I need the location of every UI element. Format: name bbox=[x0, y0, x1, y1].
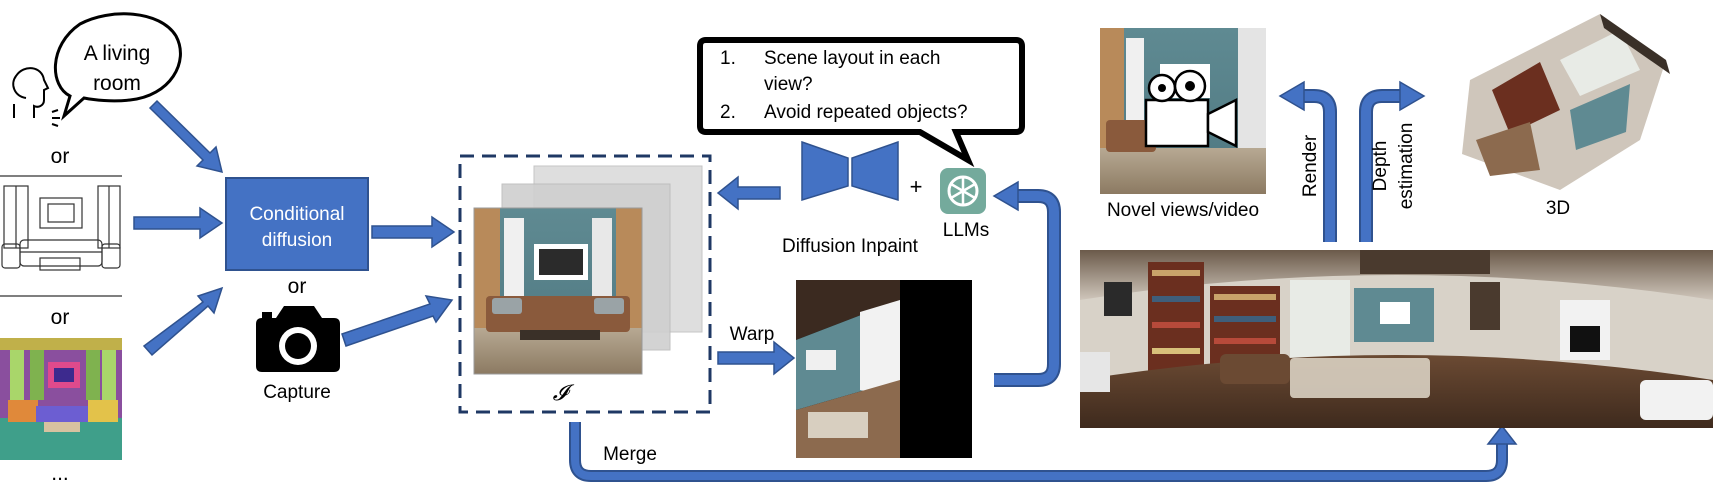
warp-arrow bbox=[717, 340, 796, 376]
diffusion-inpaint-label: Diffusion Inpaint bbox=[782, 236, 919, 257]
video-camera-icon bbox=[1144, 69, 1238, 149]
warped-image bbox=[796, 280, 972, 458]
llm-question-1-num: 1. bbox=[720, 48, 736, 69]
or-label-3: or bbox=[288, 275, 307, 298]
merge-arrow bbox=[569, 422, 1508, 482]
or-label-1: or bbox=[51, 145, 70, 168]
warp-label: Warp bbox=[730, 324, 775, 345]
input-arrows bbox=[133, 99, 224, 357]
depth-label-line-2: estimation bbox=[1396, 123, 1417, 210]
sketch-input-image bbox=[0, 175, 122, 297]
speech-bubble-line-1: A living bbox=[84, 42, 151, 65]
ellipsis-label: ... bbox=[51, 462, 69, 485]
segmentation-input-image bbox=[0, 338, 122, 460]
camera-icon bbox=[256, 306, 340, 372]
llm-question-bubble: 1. Scene layout in each view? 2. Avoid r… bbox=[697, 37, 1025, 168]
diffusion-inpaint-model-icon bbox=[801, 140, 899, 202]
speech-bubble-line-2: room bbox=[93, 72, 141, 95]
depth-label-line-1: Depth bbox=[1370, 141, 1391, 192]
speaking-head-icon bbox=[12, 67, 60, 127]
or-label-2: or bbox=[51, 306, 70, 329]
threed-mesh-image bbox=[1462, 14, 1670, 190]
conditional-diffusion-box: Conditional diffusion bbox=[225, 177, 369, 271]
living-room-image bbox=[473, 207, 643, 375]
llm-question-2-line-1: Avoid repeated objects? bbox=[764, 102, 968, 123]
novel-views-label: Novel views/video bbox=[1107, 200, 1259, 221]
conditional-diffusion-line-2: diffusion bbox=[262, 230, 332, 251]
conditional-diffusion-line-1: Conditional bbox=[249, 204, 344, 225]
speech-bubble: A living room bbox=[53, 12, 182, 121]
llm-question-2-num: 2. bbox=[720, 102, 736, 123]
diffusion-to-stack-arrows bbox=[341, 215, 456, 347]
inpaint-plus-sign: + bbox=[910, 174, 923, 199]
llm-question-1-line-2: view? bbox=[764, 74, 813, 95]
warped-to-llm-arrow bbox=[994, 189, 1061, 387]
capture-label: Capture bbox=[263, 382, 331, 403]
render-label: Render bbox=[1300, 134, 1321, 197]
output-arrows bbox=[1278, 80, 1426, 242]
threed-label: 3D bbox=[1546, 198, 1570, 219]
image-stack: 𝓘 bbox=[458, 154, 712, 414]
llms-label: LLMs bbox=[943, 220, 989, 241]
llm-openai-icon bbox=[940, 168, 986, 214]
llm-question-1-line-1: Scene layout in each bbox=[764, 48, 940, 69]
image-set-symbol: 𝓘 bbox=[553, 381, 575, 406]
panorama-image bbox=[1080, 250, 1713, 428]
inpaint-to-stack-arrow bbox=[716, 175, 781, 211]
merge-label: Merge bbox=[603, 444, 657, 465]
